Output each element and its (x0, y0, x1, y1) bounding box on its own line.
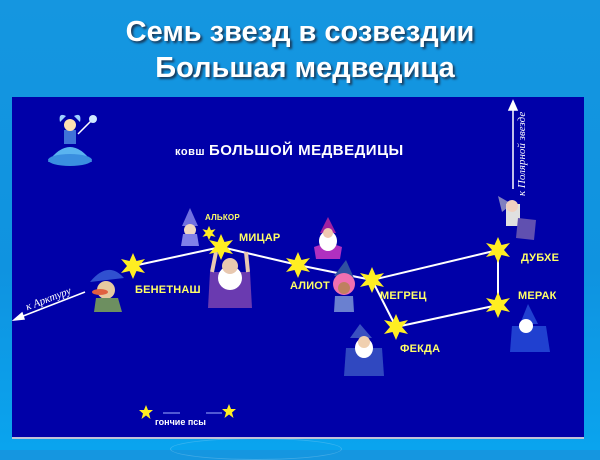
title-line-2: Большая медведица (155, 52, 455, 84)
hounds-star-right (222, 404, 236, 418)
label-phecda: ФЕКДА (400, 343, 441, 355)
wizard-dubhe-icon (498, 196, 536, 240)
label-alioth: АЛИОТ (290, 280, 330, 292)
heading-main: БОЛЬШОЙ МЕДВЕДИЦЫ (209, 142, 404, 159)
troll-megrez-icon (333, 260, 355, 312)
label-merak: МЕРАК (518, 290, 557, 302)
wizard-benetnash-icon (90, 269, 124, 312)
gnome-alkor-icon (181, 208, 199, 246)
heading-small: ковш (175, 146, 206, 158)
star-dubhe (486, 237, 510, 263)
slide-title: Семь звезд в созвездии Большая медведица (0, 14, 600, 86)
star-alkor (202, 225, 216, 241)
wizard-mizar-icon (208, 251, 252, 308)
star-benetnash (121, 253, 145, 279)
arcturus-arrow (11, 291, 86, 321)
polaris-arrow (507, 99, 519, 189)
star-phecda (384, 314, 408, 340)
label-dubhe: ДУБХЕ (521, 252, 560, 264)
label-benetnash: БЕНЕТНАШ (135, 284, 201, 296)
label-alkor: АЛЬКОР (205, 213, 240, 222)
star-mizar (209, 234, 233, 260)
hounds-label: гончие псы (155, 417, 206, 427)
star-merak (486, 292, 510, 318)
star-alioth (286, 252, 310, 278)
gnome-alioth-icon (314, 217, 342, 259)
label-mizar: МИЦАР (239, 232, 281, 244)
hounds-star-left (139, 405, 153, 419)
label-megrez: МЕГРЕЦ (380, 290, 427, 302)
title-line-1: Семь звезд в созвездии (125, 16, 475, 48)
polaris-direction-label: к Полярной звезде (516, 111, 528, 196)
fairy-icon (48, 114, 97, 166)
constellation-diagram (11, 99, 550, 419)
wizard-merak-icon (510, 304, 550, 352)
wizard-phecda-icon (344, 324, 384, 376)
